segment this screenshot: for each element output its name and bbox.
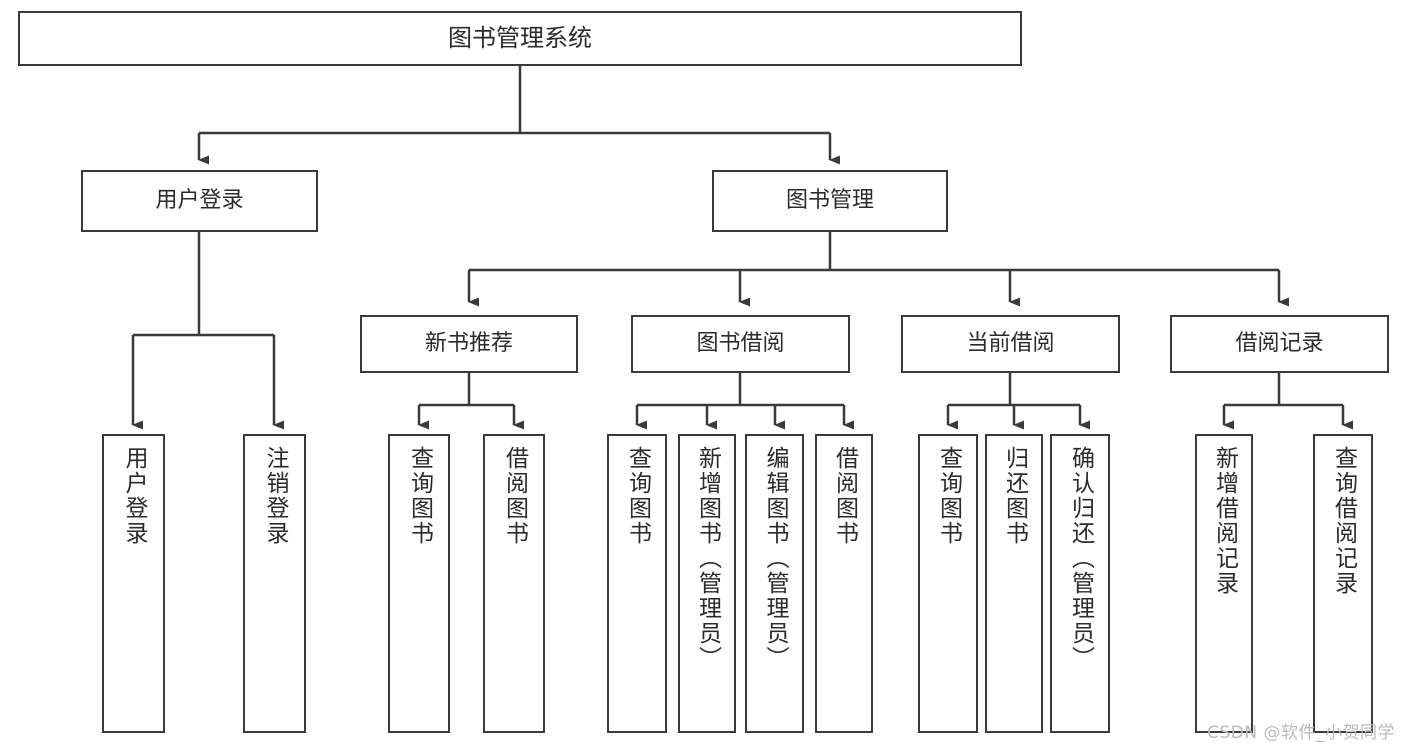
node-leaf-confirm-return[interactable]: 确认归还（管理员） [1050,434,1110,733]
csdn-watermark: CSDN @软件_小贺同学 [1207,723,1395,743]
node-leaf-edit-book[interactable]: 编辑图书（管理员） [745,434,804,733]
node-leaf-add-book[interactable]: 新增图书（管理员） [678,434,736,733]
node-leaf-borrow-book-1-label: 借阅图书 [501,446,528,546]
node-leaf-query-book-3-label: 查询图书 [935,446,962,546]
node-borrow-record[interactable]: 借阅记录 [1170,315,1389,373]
node-leaf-borrow-book-2-label: 借阅图书 [831,446,858,546]
node-leaf-user-logout[interactable]: 注销登录 [243,434,306,733]
node-leaf-edit-book-label: 编辑图书（管理员） [762,446,788,671]
node-leaf-query-book-1[interactable]: 查询图书 [388,434,450,733]
node-user-login[interactable]: 用户登录 [81,170,318,232]
node-leaf-user-login[interactable]: 用户登录 [102,434,165,733]
node-book-manage-label: 图书管理 [785,188,874,214]
node-leaf-return-book[interactable]: 归还图书 [985,434,1043,733]
node-leaf-query-book-3[interactable]: 查询图书 [918,434,978,733]
node-borrow-record-label: 借阅记录 [1235,331,1324,357]
node-leaf-query-book-1-label: 查询图书 [406,446,433,546]
node-leaf-query-book-2[interactable]: 查询图书 [607,434,667,733]
node-leaf-return-book-label: 归还图书 [1001,446,1028,546]
node-leaf-add-book-label: 新增图书（管理员） [694,446,721,671]
node-leaf-confirm-return-label: 确认归还（管理员） [1067,446,1094,671]
node-root-label: 图书管理系统 [448,24,592,53]
node-leaf-add-record[interactable]: 新增借阅记录 [1195,434,1253,733]
node-leaf-query-book-2-label: 查询图书 [624,446,651,546]
node-current-borrow[interactable]: 当前借阅 [901,315,1120,373]
node-leaf-borrow-book-2[interactable]: 借阅图书 [815,434,873,733]
node-root[interactable]: 图书管理系统 [18,11,1022,66]
node-book-borrow-label: 图书借阅 [696,331,785,357]
node-book-borrow[interactable]: 图书借阅 [631,315,850,373]
node-leaf-add-record-label: 新增借阅记录 [1211,446,1238,596]
node-leaf-query-record[interactable]: 查询借阅记录 [1313,434,1373,733]
node-new-book-recommend-label: 新书推荐 [424,331,513,357]
node-new-book-recommend[interactable]: 新书推荐 [360,315,578,373]
node-leaf-query-record-label: 查询借阅记录 [1330,446,1357,596]
node-leaf-borrow-book-1[interactable]: 借阅图书 [483,434,545,733]
node-user-login-label: 用户登录 [155,188,244,214]
node-book-manage[interactable]: 图书管理 [712,170,948,232]
node-leaf-user-logout-label: 注销登录 [262,446,288,546]
node-leaf-user-login-label: 用户登录 [121,446,147,546]
node-current-borrow-label: 当前借阅 [966,331,1055,357]
